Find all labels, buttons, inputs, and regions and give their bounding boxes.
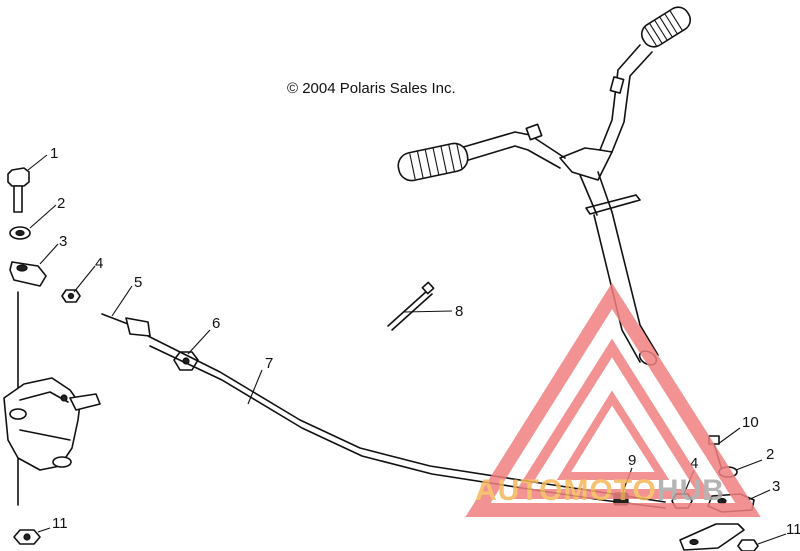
leader-lines bbox=[27, 154, 787, 545]
nut-11-left bbox=[13, 529, 41, 545]
callout-2-right: 2 bbox=[766, 446, 774, 463]
watermark-text-prefix: AUTOMOTO bbox=[475, 474, 657, 507]
callout-3: 3 bbox=[59, 233, 67, 250]
handlebar-grip-left bbox=[397, 142, 469, 182]
washer-2 bbox=[9, 226, 31, 240]
callout-4: 4 bbox=[95, 255, 103, 272]
watermark-text-suffix: HUB bbox=[657, 474, 725, 507]
cable-tie-8 bbox=[387, 281, 435, 331]
cable-end-5 bbox=[101, 313, 151, 337]
callout-numbers: 1 2 3 4 5 6 7 8 9 10 2 4 3 11 11 bbox=[50, 145, 800, 538]
callout-7: 7 bbox=[265, 355, 273, 372]
nut-11-right bbox=[737, 539, 759, 551]
handlebar-assembly bbox=[397, 6, 692, 366]
svg-text:AUTOMOTOHUB: AUTOMOTOHUB bbox=[475, 474, 725, 507]
copyright-text: © 2004 Polaris Sales Inc. bbox=[287, 80, 456, 97]
callout-8: 8 bbox=[455, 303, 463, 320]
callout-1: 1 bbox=[50, 145, 58, 162]
clamp-3 bbox=[9, 261, 47, 287]
handlebar-grip-right bbox=[640, 6, 692, 48]
lower-clamp-right bbox=[679, 523, 745, 551]
callout-6: 6 bbox=[212, 315, 220, 332]
automotohub-watermark: AUTOMOTOHUB bbox=[465, 282, 761, 517]
callout-9: 9 bbox=[628, 452, 636, 469]
callout-10: 10 bbox=[742, 414, 759, 431]
callout-3-right: 3 bbox=[772, 478, 780, 495]
callout-5: 5 bbox=[134, 274, 142, 291]
callout-11-right: 11 bbox=[786, 521, 800, 538]
callout-4-right: 4 bbox=[690, 455, 698, 472]
bolt-1 bbox=[7, 167, 30, 213]
callout-11-left: 11 bbox=[52, 515, 68, 532]
callout-2: 2 bbox=[57, 195, 65, 212]
nut-4 bbox=[61, 289, 81, 303]
mounting-bracket bbox=[3, 377, 101, 471]
